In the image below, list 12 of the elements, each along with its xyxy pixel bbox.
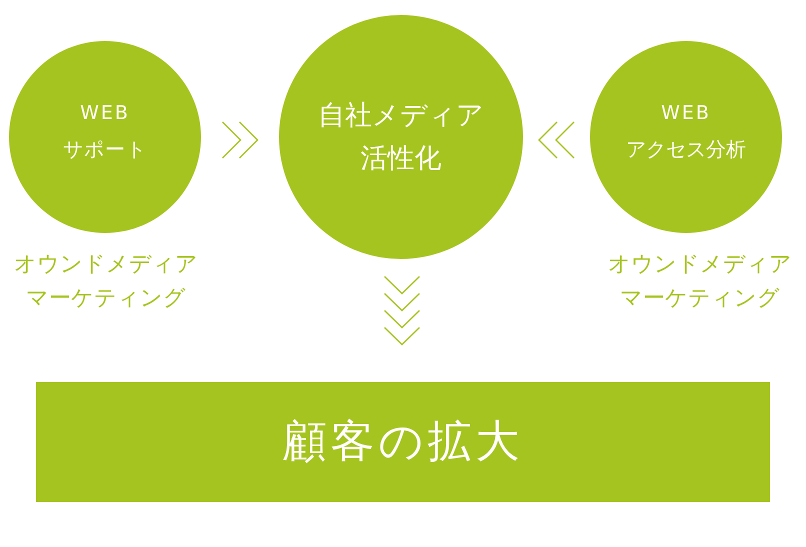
node-label: 自社メディア活性化 [317,99,485,176]
chevron-arrow [384,276,420,346]
node-label: 顧客の拡大 [282,415,524,469]
node-label: アクセス分析 [626,136,746,163]
node-label: サポート [63,136,147,163]
node-heading: WEB [661,101,711,126]
result-banner [36,382,770,502]
chevron-arrow [222,121,258,159]
caption-text: オウンドメディアマーケティング [13,251,199,313]
node-heading: WEB [80,101,130,126]
chevron-arrow [538,121,575,159]
caption-text: オウンドメディアマーケティング [607,251,793,313]
